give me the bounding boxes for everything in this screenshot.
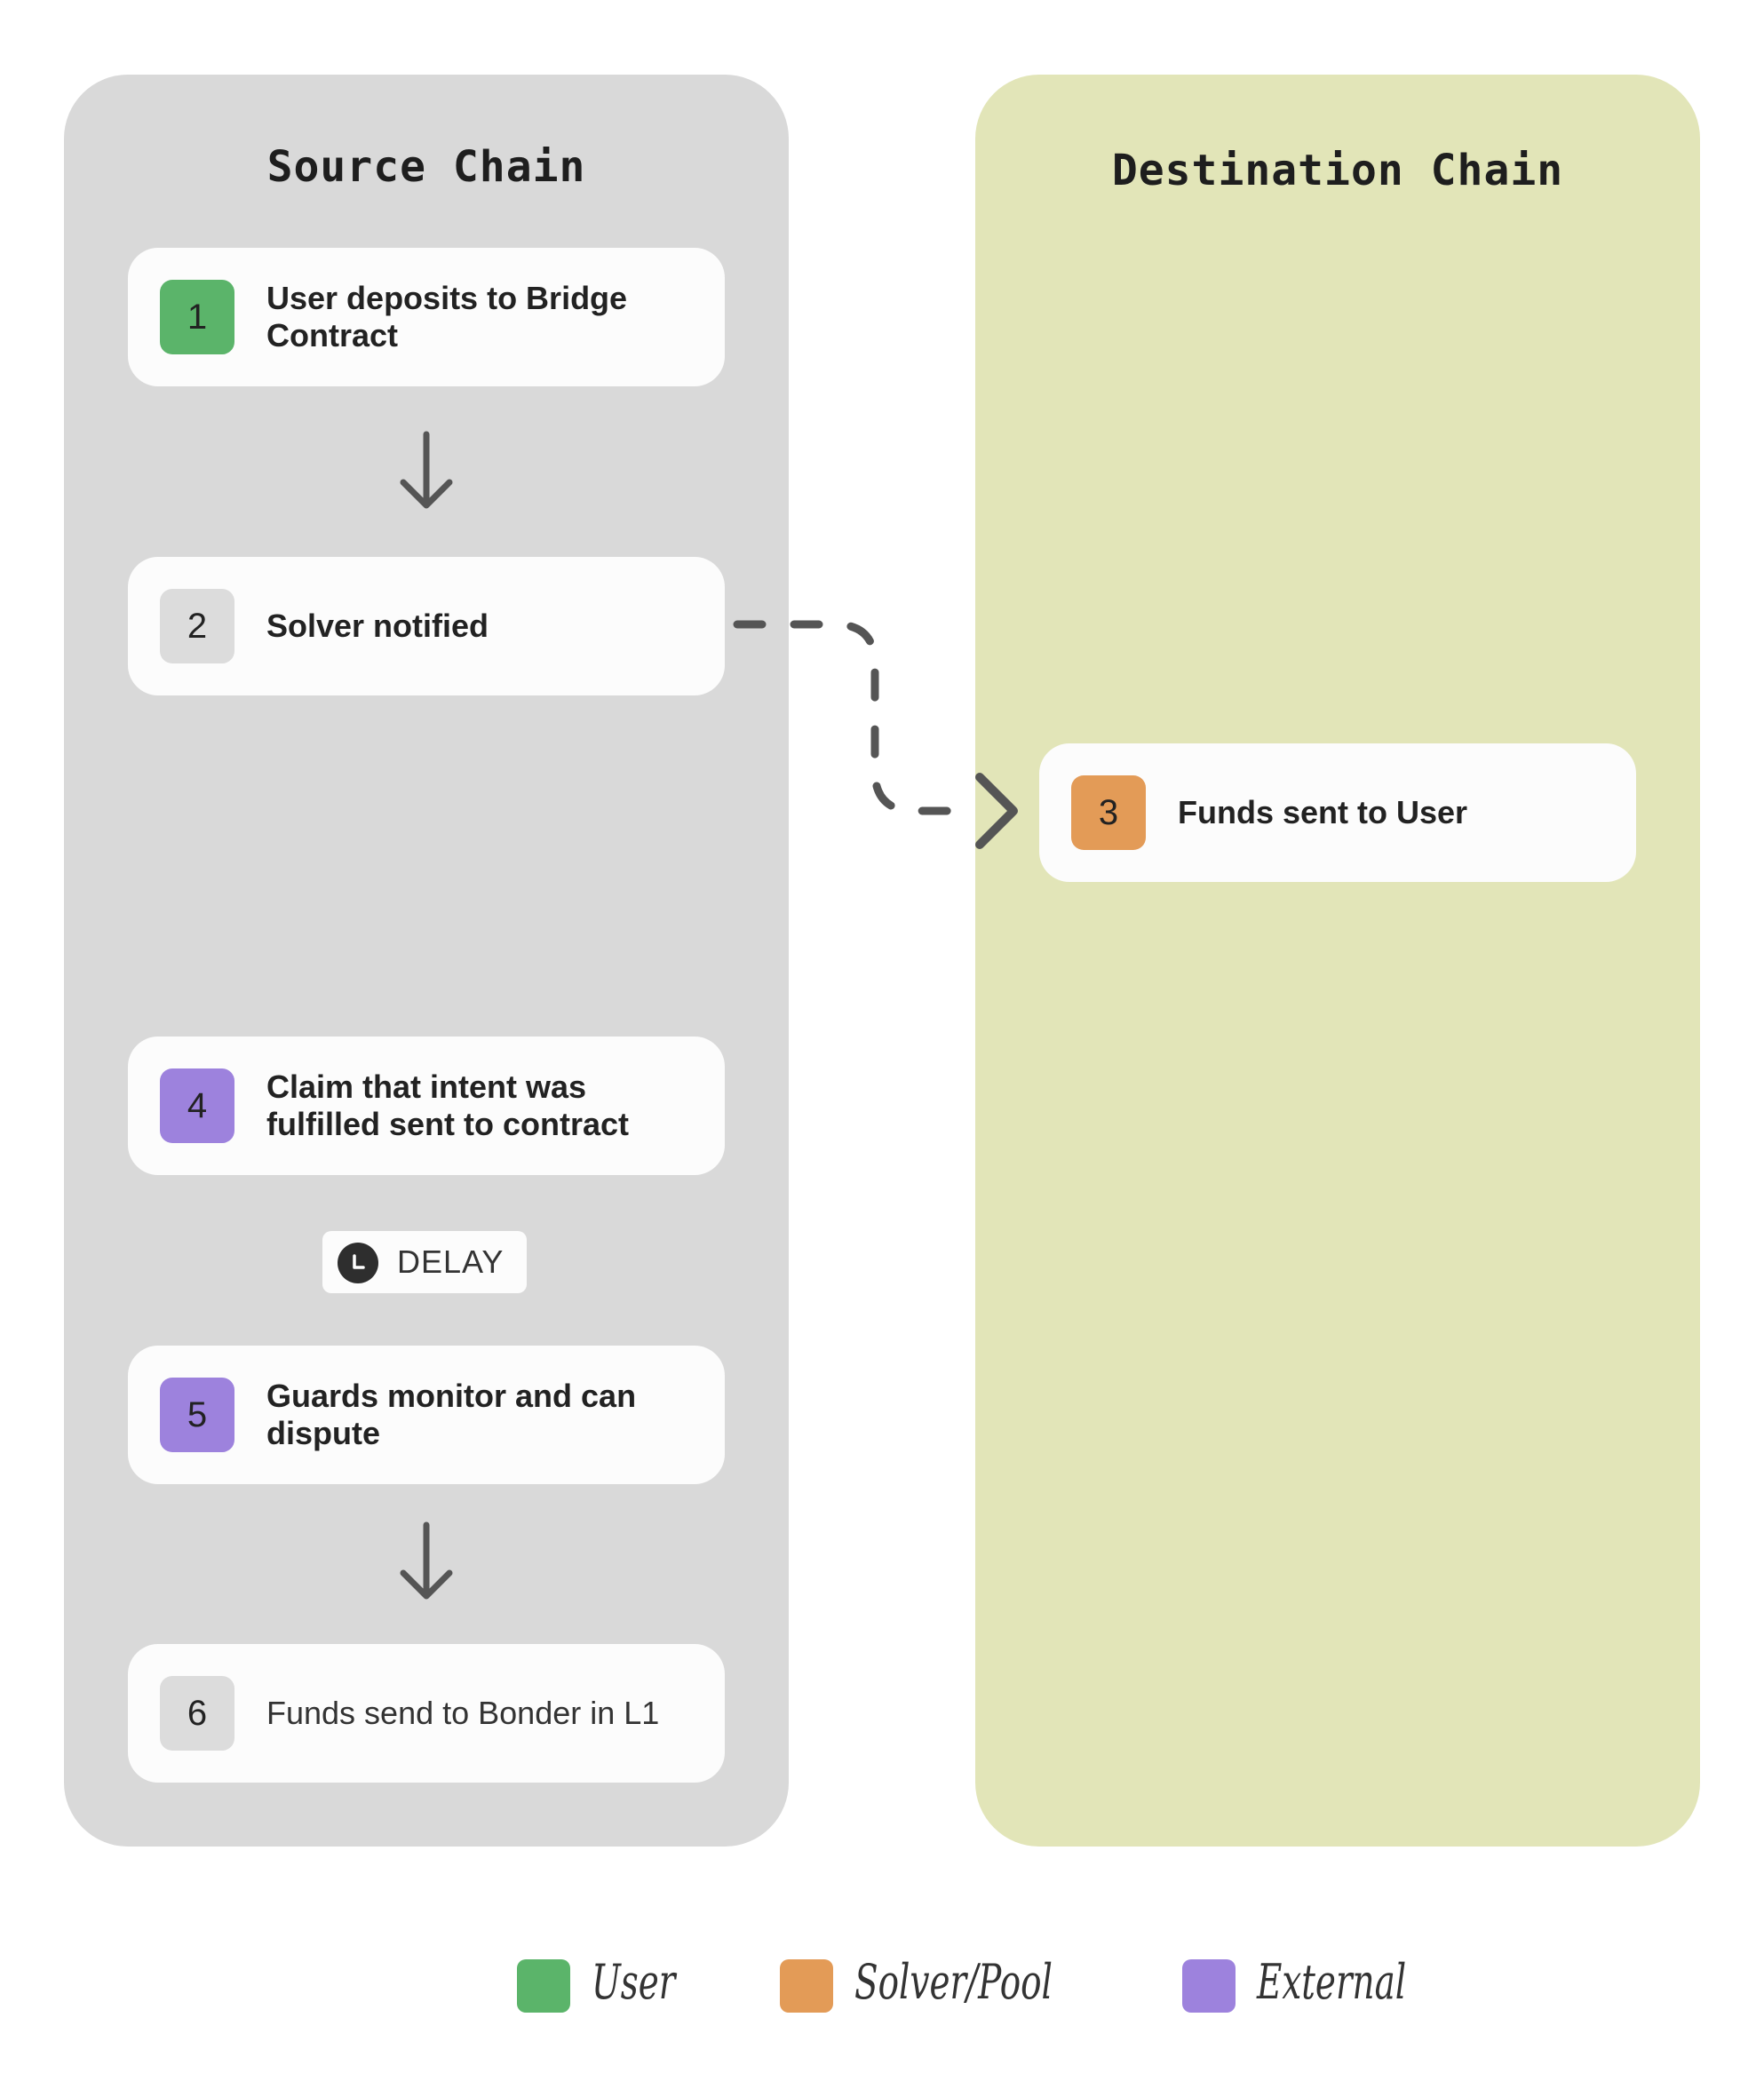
step-label-3: Funds sent to User (1178, 794, 1468, 830)
step-label-4: Claim that intent was fulfilled sent to … (266, 1068, 630, 1142)
clock-icon (338, 1243, 378, 1283)
delay-label: DELAY (397, 1243, 505, 1280)
step-card-3: 3 Funds sent to User (1039, 743, 1636, 882)
arrow-down-icon (400, 431, 453, 509)
source-chain-title: Source Chain (266, 142, 586, 192)
legend-item-external: External (1182, 1954, 1431, 2025)
step-badge-6: 6 (160, 1676, 234, 1751)
arrow-down-icon (400, 1521, 453, 1600)
legend-label-external: External (1257, 1954, 1407, 2010)
step-card-2: 2 Solver notified (128, 557, 725, 695)
step-badge-2: 2 (160, 589, 234, 663)
destination-chain-panel: Destination Chain (975, 75, 1700, 1847)
step-card-1: 1 User deposits to Bridge Contract (128, 248, 725, 386)
step-label-5: Guards monitor and can dispute (266, 1378, 637, 1451)
step-label-2: Solver notified (266, 608, 489, 644)
step-label-1: User deposits to Bridge Contract (266, 280, 628, 353)
legend-label-user: User (592, 1954, 676, 2010)
step-card-5: 5 Guards monitor and can dispute (128, 1346, 725, 1484)
legend-label-solver-pool: Solver/Pool (854, 1954, 1053, 2010)
legend-swatch-user (517, 1959, 570, 2013)
legend-item-solver-pool: Solver/Pool (780, 1954, 1064, 2025)
step-badge-4: 4 (160, 1068, 234, 1143)
step-badge-1: 1 (160, 280, 234, 354)
step-label-6: Funds send to Bonder in L1 (266, 1695, 660, 1731)
legend-item-user: User (517, 1954, 695, 2025)
delay-badge: DELAY (322, 1231, 527, 1293)
legend-swatch-external (1182, 1959, 1236, 2013)
legend-swatch-solver-pool (780, 1959, 833, 2013)
step-badge-5: 5 (160, 1378, 234, 1452)
step-badge-3: 3 (1071, 775, 1146, 850)
step-card-6: 6 Funds send to Bonder in L1 (128, 1644, 725, 1783)
step-card-4: 4 Claim that intent was fulfilled sent t… (128, 1037, 725, 1175)
destination-chain-title: Destination Chain (1111, 146, 1564, 195)
